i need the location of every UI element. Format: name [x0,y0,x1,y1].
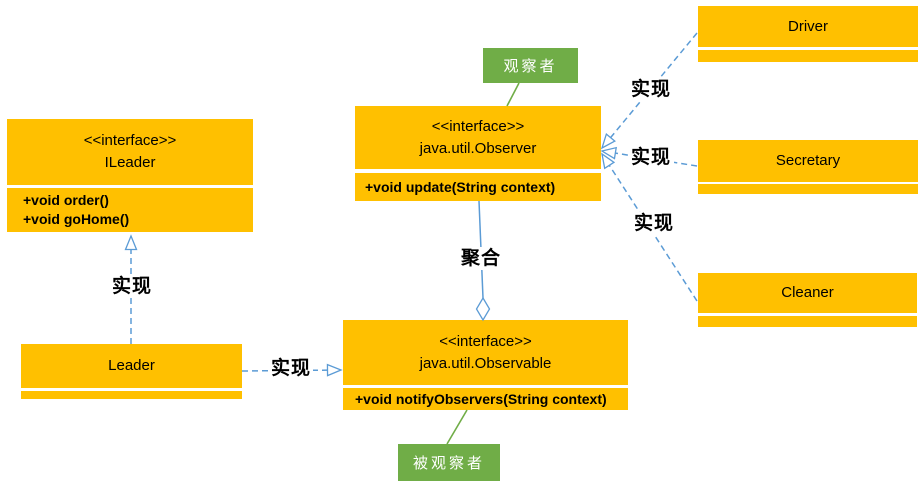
class-name: ILeader [104,154,156,171]
class-ileader: <<interface>> ILeader +void order() +voi… [7,119,253,232]
note-observer: 观察者 [483,48,578,83]
compartment-separator [343,385,628,388]
stereotype-label: <<interface>> [439,332,532,350]
compartment-separator [698,313,917,316]
method-label: +void update(String context) [365,179,556,195]
class-leader-title: Leader [21,344,242,388]
class-observer: <<interface>> java.util.Observer +void u… [355,106,601,201]
class-secretary: Secretary [698,140,918,194]
class-observable: <<interface>> java.util.Observable +void… [343,320,628,410]
class-leader: Leader [21,344,242,399]
class-observer-title: <<interface>> java.util.Observer [355,106,601,169]
edge-label-realize-observable: 实现 [269,357,313,380]
note-link-observable [446,409,468,445]
class-driver-title: Driver [698,6,918,47]
edge-label-realize-driver: 实现 [628,78,674,101]
aggregation-diamond-icon [475,296,491,322]
compartment-separator [21,388,242,391]
note-observable: 被观察者 [398,444,500,481]
class-driver: Driver [698,6,918,62]
edge-label-realize-ileader: 实现 [109,275,155,298]
class-observer-methods: +void update(String context) [355,173,601,201]
edge-label-realize-cleaner: 实现 [630,212,678,235]
compartment-separator [355,169,601,173]
class-name: java.util.Observer [419,139,537,157]
edge-label-aggregation: 聚合 [461,247,502,270]
compartment-separator [698,47,918,50]
edge-label-realize-secretary: 实现 [628,146,674,169]
empty-compartment [698,184,918,194]
class-name: Leader [108,357,155,374]
empty-compartment [21,391,242,399]
empty-compartment [698,50,918,62]
class-name: Secretary [775,152,841,169]
class-cleaner-title: Cleaner [698,273,917,313]
empty-compartment [698,316,917,327]
class-name: java.util.Observable [419,354,552,372]
stereotype-label: <<interface>> [431,117,525,135]
class-cleaner: Cleaner [698,273,917,327]
class-observable-methods: +void notifyObservers(String context) [343,388,628,410]
class-name: Cleaner [781,284,834,301]
method-label: +void goHome() [23,211,130,227]
class-name: Driver [788,17,828,35]
class-observable-title: <<interface>> java.util.Observable [343,320,628,385]
note-link-observer [506,82,520,107]
class-ileader-title: <<interface>> ILeader [7,119,253,185]
stereotype-label: <<interface>> [83,132,177,149]
compartment-separator [698,182,918,184]
method-label: +void order() [23,192,109,208]
method-label: +void notifyObservers(String context) [355,391,607,407]
class-secretary-title: Secretary [698,140,918,182]
compartment-separator [7,185,253,188]
class-ileader-methods: +void order() +void goHome() [7,188,253,232]
